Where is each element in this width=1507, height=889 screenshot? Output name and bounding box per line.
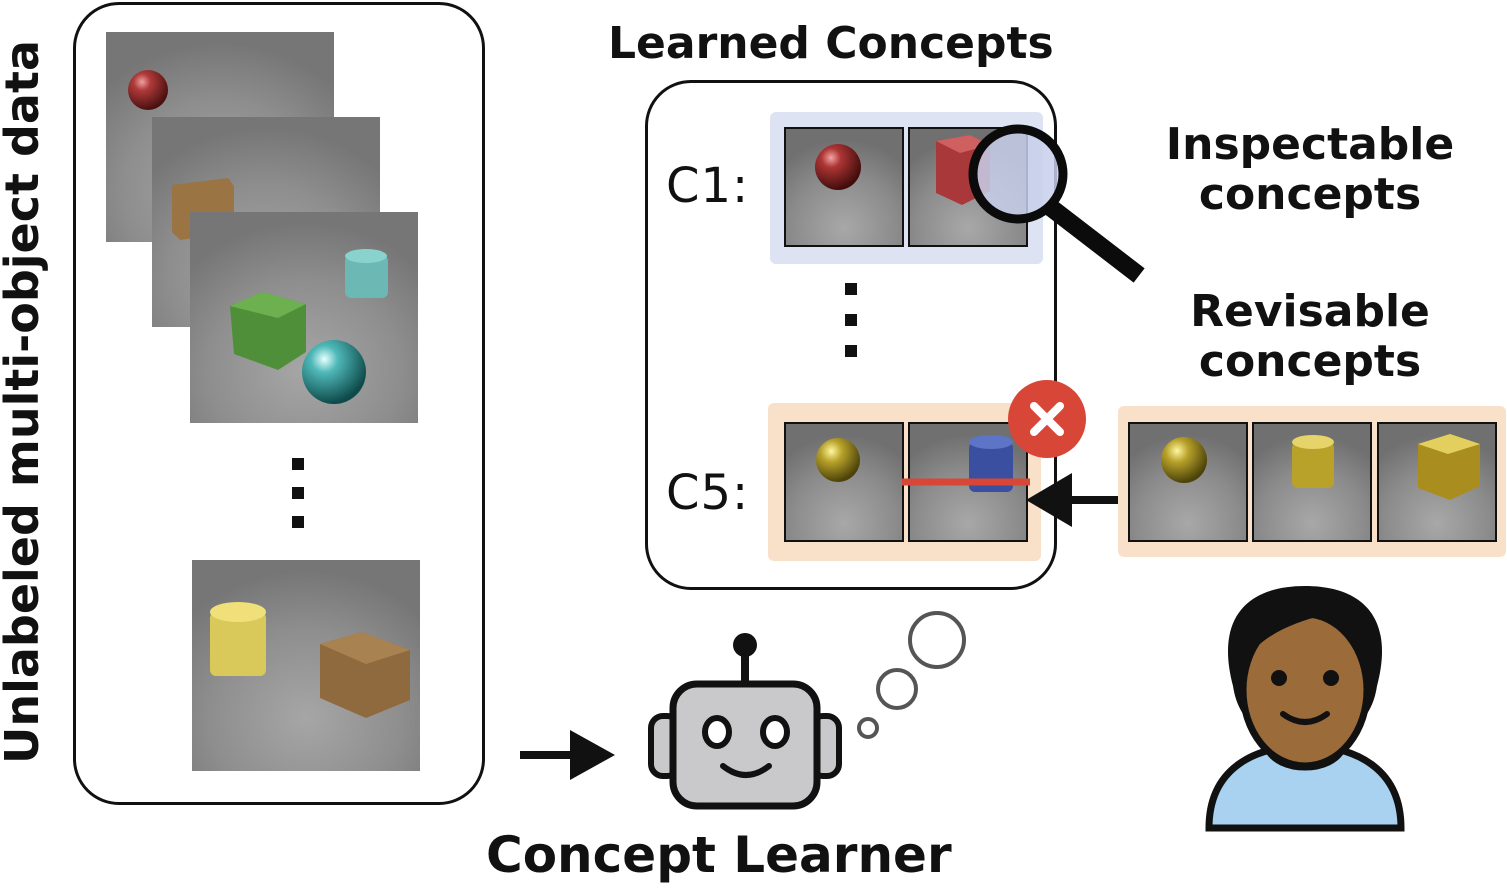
thought-bubbles [857,611,966,739]
ellipsis-dot [292,516,304,528]
reject-icon [1008,380,1086,458]
ellipsis-dot [292,487,304,499]
teal-sphere [302,340,366,404]
input-arrow [520,730,615,780]
concept-ellipsis [845,283,857,357]
concept-label-c1: C1: [666,158,750,214]
ellipsis-dot [292,458,304,470]
feedback-arrow [1026,473,1120,527]
yellow-cylinder [210,612,266,676]
concept-c5-thumbs [784,422,1030,542]
gold-sphere [1161,437,1207,483]
gold-cylinder [1292,442,1334,488]
revisable-label: Revisable concepts [1190,286,1430,387]
inspectable-label: Inspectable concepts [1165,119,1455,220]
concept-learner-label: Concept Learner [486,826,952,884]
red-sphere [128,70,168,110]
robot-icon [648,633,842,810]
learned-concepts-title: Learned Concepts [608,18,1054,69]
magnifier-icon [968,124,1145,283]
revised-examples [1128,422,1497,542]
person-icon [1205,586,1405,832]
scene-stack [106,32,420,771]
gold-cube [1418,434,1480,500]
teal-cylinder [345,255,388,298]
concept-label-c5: C5: [666,465,750,521]
red-sphere [815,144,861,190]
gold-sphere [816,438,860,482]
